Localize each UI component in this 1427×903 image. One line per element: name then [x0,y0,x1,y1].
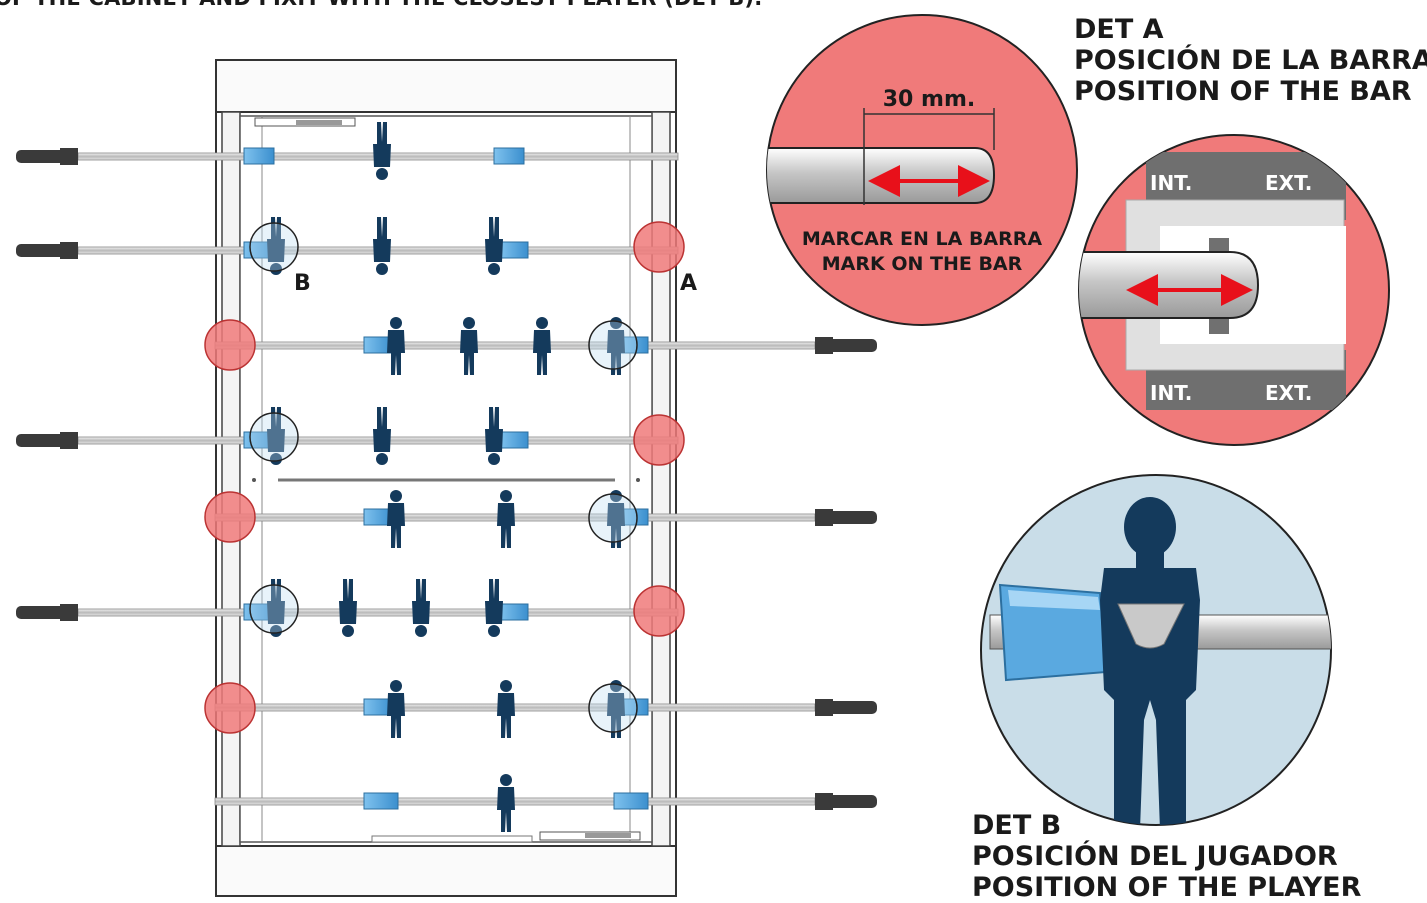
det-a-title: DET A [1074,14,1164,45]
det-b-heading: DET B POSICIÓN DEL JUGADOR POSITION OF T… [972,810,1361,903]
int-label-bottom: INT. [1150,381,1192,405]
det-b-title: DET B [972,810,1062,841]
det-b-player-circle [980,474,1332,826]
marker-a-label: A [680,271,697,296]
int-label-top: INT. [1150,171,1192,195]
ext-label-bottom: EXT. [1265,381,1312,405]
det-a-section-circle: INT. EXT. INT. EXT. [1078,134,1390,446]
player-detail-rings [249,222,638,733]
ext-label-top: EXT. [1265,171,1312,195]
mark-en-label: MARK ON THE BAR [822,253,1023,275]
marker-b-label: B [294,271,311,296]
top-caption: OF THE CABINET AND FIXIT WITH THE CLOSES… [0,0,762,10]
table-left-wall [221,111,241,847]
player-figure-icon [1100,497,1200,825]
foosball-table: B A [16,59,877,897]
det-a-heading: DET A POSICIÓN DE LA BARRA POSITION OF T… [1074,14,1427,107]
det-a-mark-circle: 30 mm. MARCAR EN LA BARRA MARK ON THE BA… [766,14,1078,326]
table-top-panel [215,59,677,113]
det-a-line2: POSITION OF THE BAR [1074,76,1412,107]
table-bottom-panel [215,845,677,897]
mark-es-label: MARCAR EN LA BARRA [802,228,1043,250]
dimension-label: 30 mm. [883,87,975,112]
det-b-line1: POSICIÓN DEL JUGADOR [972,841,1338,872]
det-b-line2: POSITION OF THE PLAYER [972,872,1362,903]
rods-right [214,337,877,810]
bar-markers [204,221,685,734]
det-a-line1: POSICIÓN DE LA BARRA [1074,45,1427,76]
